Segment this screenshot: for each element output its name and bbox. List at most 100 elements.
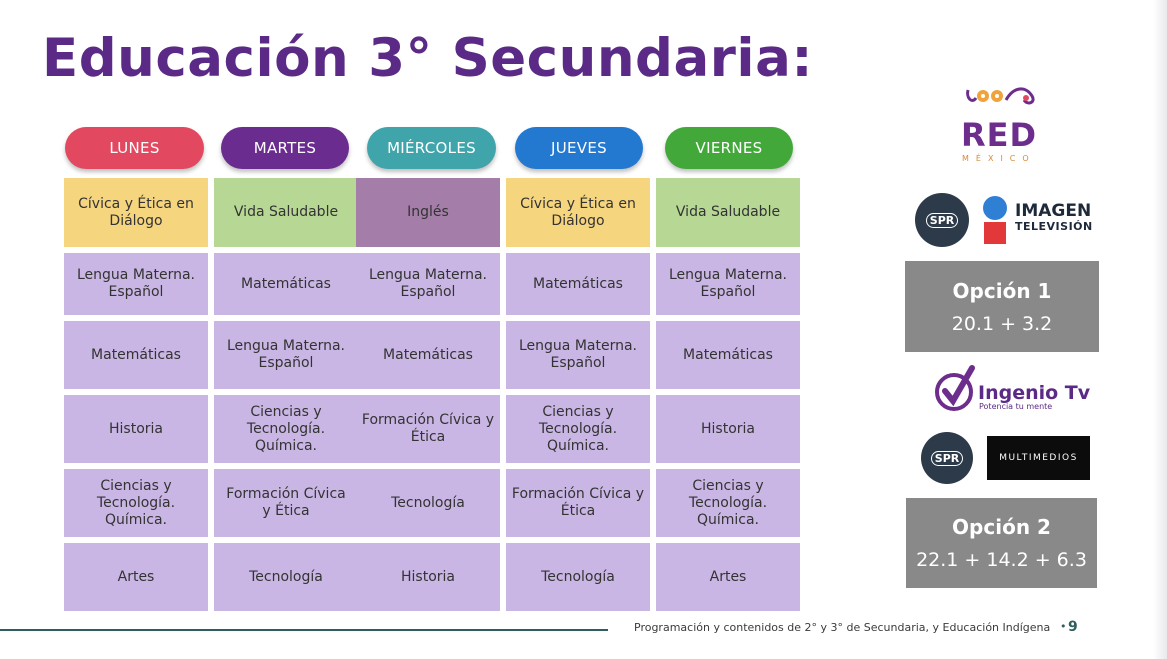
multimedios-logo: MULTIMEDIOS: [987, 436, 1090, 480]
schedule-cell-line: Matemáticas: [241, 275, 331, 292]
schedule-cell-line: Cívica y Ética en: [78, 195, 194, 212]
schedule-cell-line: Lengua Materna.: [226, 338, 345, 354]
schedule-cell-line: Español: [700, 284, 756, 300]
schedule-cell: Tecnología: [214, 543, 358, 611]
schedule-cell-line: Ética: [410, 429, 446, 445]
schedule-cell-line: Ética: [560, 503, 596, 519]
schedule-cell-line: Lengua Materna.: [668, 267, 787, 283]
schedule-cell: Vida Saludable: [656, 178, 800, 247]
schedule-cell-line: Matemáticas: [383, 346, 473, 363]
schedule-cell-line: Formación Cívica y: [511, 486, 645, 502]
day-header-1: MARTES: [221, 127, 349, 169]
red-logo-text: RED: [961, 116, 1038, 154]
schedule-cell-line: Química.: [696, 511, 760, 528]
day-header-0: LUNES: [65, 127, 204, 169]
schedule-cell: Lengua Materna.Español: [214, 321, 358, 389]
schedule-cell: Tecnología: [356, 469, 500, 537]
footer-bullet: •: [1060, 620, 1067, 633]
imagen-logo-subtext: TELEVISIÓN: [1015, 220, 1093, 233]
schedule-cell: Inglés: [356, 178, 500, 247]
schedule-cell-line: Matemáticas: [533, 275, 623, 292]
imagen-logo-text: IMAGEN: [1015, 201, 1092, 221]
ingenio-logo-text: Ingenio Tv: [978, 382, 1091, 404]
schedule-cell-line: Vida Saludable: [233, 204, 339, 220]
schedule-cell-line: Artes: [117, 568, 155, 585]
schedule-cell-line: Química.: [104, 511, 168, 528]
schedule-cell-line: Historia: [401, 568, 455, 585]
option-1-title: Opción 1: [952, 278, 1052, 303]
schedule-cell-line: Español: [258, 355, 314, 371]
schedule-cell: Lengua Materna.Español: [506, 321, 650, 389]
schedule-cell: Vida Saludable: [214, 178, 358, 247]
option-1-channels: 20.1 + 3.2: [951, 312, 1053, 335]
spr-logo-2-text: SPR: [930, 450, 964, 466]
option-2-title: Opción 2: [952, 515, 1051, 539]
option-2-channels: 22.1 + 14.2 + 6.3: [916, 549, 1087, 571]
schedule-cell: Matemáticas: [214, 253, 358, 315]
schedule-cell-line: Lengua Materna.: [368, 267, 487, 283]
schedule-cell: Artes: [656, 543, 800, 611]
schedule-cell-line: Inglés: [407, 204, 449, 220]
schedule-cell-line: Diálogo: [109, 212, 163, 229]
schedule-cell-line: Tecnología.: [246, 420, 326, 437]
schedule-cell-line: Lengua Materna.: [518, 338, 637, 354]
schedule-cell-line: Vida Saludable: [675, 204, 781, 220]
spr-logo-text: SPR: [925, 212, 959, 228]
footer-text: Programación y contenidos de 2° y 3° de …: [634, 621, 1051, 634]
schedule-cell-line: Formación Cívica: [226, 486, 346, 502]
schedule-cell-line: Tecnología.: [538, 420, 618, 437]
schedule-cell-line: Lengua Materna.: [76, 267, 195, 283]
red-logo-subtext: MÉXICO: [962, 154, 1036, 163]
schedule-cell-line: Artes: [709, 568, 747, 585]
schedule-cell-line: Tecnología: [391, 494, 465, 511]
footer-divider: [0, 629, 608, 631]
spr-logo-2-icon: SPR: [921, 432, 973, 484]
schedule-cell: Matemáticas: [656, 321, 800, 389]
page-edge-shadow: [1153, 0, 1167, 659]
schedule-cell: Historia: [64, 395, 208, 463]
schedule-cell-line: Español: [400, 284, 456, 300]
schedule-cell-line: Química.: [254, 437, 318, 454]
page-title: Educación 3° Secundaria:: [42, 28, 814, 89]
schedule-cell: Historia: [656, 395, 800, 463]
schedule-cell: Matemáticas: [506, 253, 650, 315]
schedule-cell: Matemáticas: [356, 321, 500, 389]
option-2-box: Opción 2 22.1 + 14.2 + 6.3: [906, 498, 1097, 588]
schedule-cell-line: Tecnología: [541, 568, 615, 585]
schedule-cell-line: Diálogo: [551, 212, 605, 229]
schedule-cell: Historia: [356, 543, 500, 611]
day-header-3: JUEVES: [515, 127, 643, 169]
schedule-cell-line: Ciencias y: [542, 403, 614, 420]
schedule-cell-line: Español: [550, 355, 606, 371]
option-1-box: Opción 1 20.1 + 3.2: [905, 261, 1099, 352]
spr-logo-icon: SPR: [915, 193, 969, 247]
imagen-square-icon: [984, 222, 1006, 244]
day-header-2: MIÉRCOLES: [367, 127, 496, 169]
schedule-cell-line: Historia: [701, 420, 755, 437]
schedule-cell: Lengua Materna.Español: [64, 253, 208, 315]
schedule-cell-line: Tecnología.: [96, 494, 176, 511]
red-mexico-logo-icon: [966, 87, 1035, 105]
schedule-cell-line: y Ética: [262, 503, 310, 519]
schedule-cell-line: Ciencias y: [100, 477, 172, 494]
schedule-cell: Matemáticas: [64, 321, 208, 389]
page-number: 9: [1068, 619, 1078, 635]
schedule-cell-line: Química.: [546, 437, 610, 454]
schedule-cell-line: Español: [108, 284, 164, 300]
schedule-cell-line: Tecnología: [249, 568, 323, 585]
schedule-cell-line: Cívica y Ética en: [520, 195, 636, 212]
schedule-cell: Tecnología: [506, 543, 650, 611]
schedule-cell: Lengua Materna.Español: [656, 253, 800, 315]
ingenio-check-icon: [935, 365, 975, 411]
schedule-cell: Artes: [64, 543, 208, 611]
schedule-cell-line: Matemáticas: [91, 346, 181, 363]
schedule-cell-line: Ciencias y: [692, 477, 764, 494]
schedule-cell-line: Historia: [109, 420, 163, 437]
